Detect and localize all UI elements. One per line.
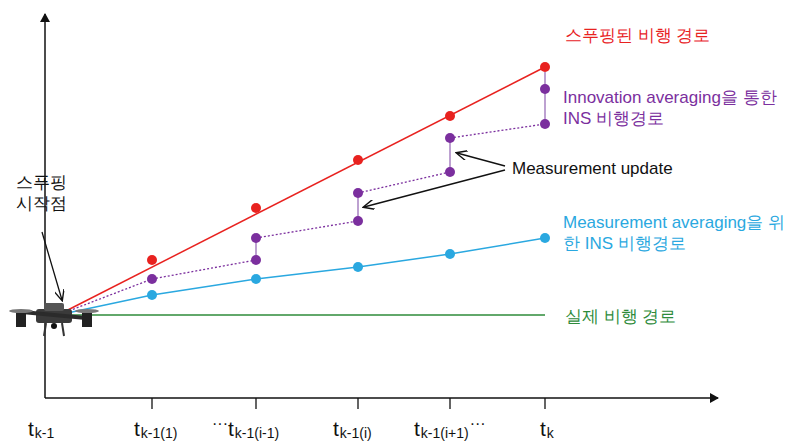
time-subscript: k-1(i-1) (235, 425, 279, 443)
ellipsis: ··· (470, 414, 486, 434)
time-symbol: t (333, 416, 339, 442)
update-leader-arrows (364, 153, 505, 207)
start-point-label: 스푸핑 시작점 (8, 172, 74, 215)
time-subscript: k-1(i) (340, 425, 372, 443)
start-leader-arrow (42, 232, 62, 300)
time-symbol: t (540, 416, 546, 442)
measurement-averaging-path (58, 233, 550, 315)
x-axis (45, 397, 718, 399)
time-subscript: k (547, 425, 554, 443)
innovation-averaging-path (58, 72, 550, 315)
drone-icon (9, 303, 99, 336)
time-symbol: t (28, 416, 34, 442)
ellipsis: ··· (212, 414, 228, 434)
time-symbol: t (134, 416, 140, 442)
spoofed-path (58, 62, 550, 315)
innovation-path-label: Innovation averaging을 통한 INS 비행경로 (563, 87, 788, 130)
tick-marks (152, 398, 545, 409)
spoofed-path-label: 스푸핑된 비행 경로 (565, 25, 710, 46)
update-label: Measurement update (512, 158, 673, 179)
time-symbol: t (228, 416, 234, 442)
time-symbol: t (414, 416, 420, 442)
actual-path-line (58, 314, 545, 316)
actual-path-label: 실제 비행 경로 (565, 306, 676, 327)
time-subscript: k-1 (35, 425, 54, 443)
measurement-path-label: Measurement averaging을 위한 INS 비행경로 (563, 212, 788, 255)
time-subscript: k-1(i+1) (421, 425, 469, 443)
time-subscript: k-1(1) (141, 425, 178, 443)
